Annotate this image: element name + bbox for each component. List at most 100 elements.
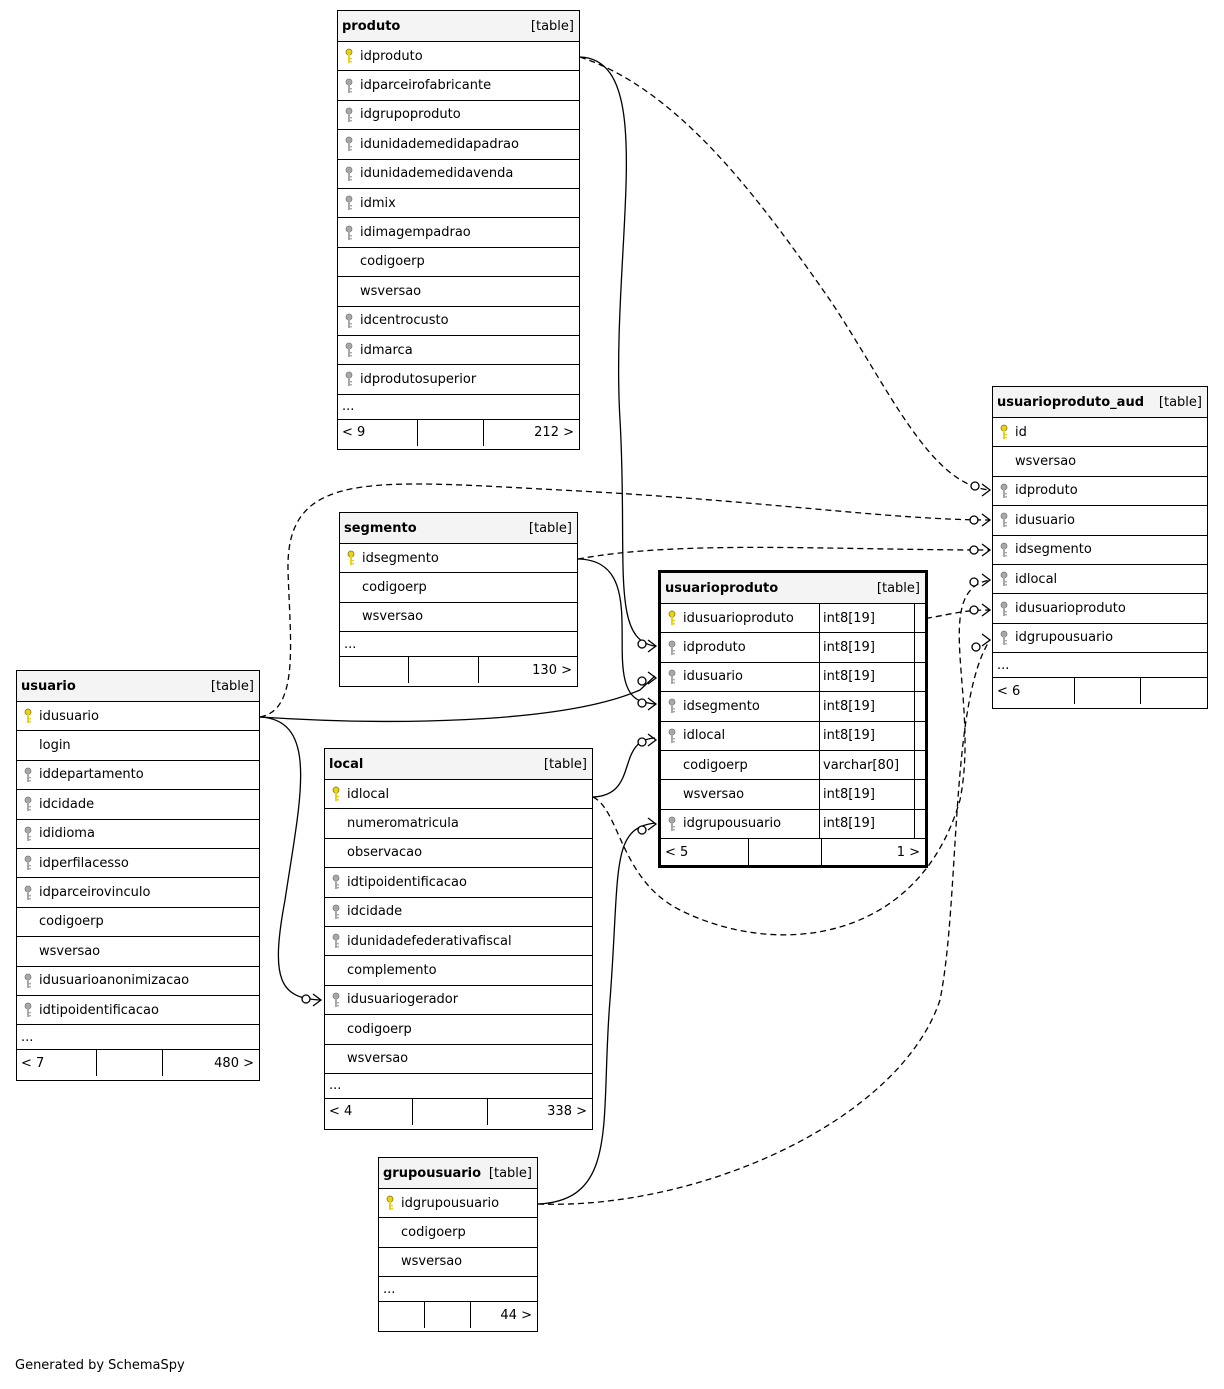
column-row[interactable]: idcidade (325, 898, 592, 927)
foreign-key-icon (668, 816, 676, 831)
table-grupousuario[interactable]: grupousuario [table] idgrupousuario (378, 1157, 538, 1332)
column-name: codigoerp (683, 757, 748, 773)
column-row[interactable]: wsversao (325, 1045, 592, 1074)
table-name: local (329, 756, 364, 772)
column-row[interactable]: idtipoidentificacao (325, 868, 592, 898)
column-row[interactable]: idgrupousuario (993, 624, 1207, 654)
column-row[interactable]: idgrupousuario int8[19] (661, 809, 925, 840)
table-name: usuario (21, 678, 76, 694)
column-row[interactable]: idgrupoproduto (338, 101, 579, 131)
column-row[interactable]: idunidademedidavenda (338, 160, 579, 189)
parents-count[interactable] (379, 1302, 425, 1329)
column-row[interactable]: complemento (325, 956, 592, 986)
parents-count[interactable] (340, 657, 409, 684)
column-row[interactable]: idusuarioproduto int8[19] (661, 604, 925, 634)
column-row[interactable]: numeromatricula (325, 809, 592, 839)
column-row[interactable]: idimagempadrao (338, 218, 579, 248)
column-row[interactable]: wsversao (338, 277, 579, 307)
column-row[interactable]: ididioma (17, 820, 259, 849)
column-name: idlocal (1015, 571, 1058, 587)
column-row[interactable]: idparceirofabricante (338, 71, 579, 101)
column-row[interactable]: idlocal (325, 780, 592, 810)
column-row[interactable]: iddepartamento (17, 761, 259, 791)
column-row[interactable]: login (17, 731, 259, 761)
column-row[interactable]: idunidademedidapadrao (338, 130, 579, 160)
column-row[interactable]: codigoerp varchar[80] (661, 750, 925, 781)
parents-count[interactable]: < 7 (17, 1050, 97, 1077)
table-name: grupousuario (383, 1165, 482, 1181)
children-count[interactable]: 1 > (896, 844, 920, 860)
column-row[interactable]: idtipoidentificacao (17, 996, 259, 1026)
column-row[interactable]: idsegmento (993, 536, 1207, 565)
column-row[interactable]: idlocal (993, 565, 1207, 595)
children-count[interactable]: 44 > (500, 1307, 532, 1323)
column-row[interactable]: wsversao (17, 937, 259, 967)
column-row[interactable]: idcentrocusto (338, 307, 579, 336)
table-produto[interactable]: produto [table] idproduto (337, 10, 580, 450)
children-count[interactable]: 480 > (214, 1055, 254, 1071)
column-row[interactable]: codigoerp (340, 573, 577, 603)
table-usuario[interactable]: usuario [table] idusuario (16, 670, 260, 1081)
link-usuario-local (259, 716, 321, 1001)
column-row[interactable]: idsegmento (340, 544, 577, 574)
table-usuarioproduto-aud[interactable]: usuarioproduto_aud [table] id (992, 386, 1208, 709)
table-local[interactable]: local [table] idlocal (324, 748, 593, 1130)
column-row[interactable]: codigoerp (325, 1015, 592, 1045)
table-footer: 44 > (379, 1302, 537, 1329)
foreign-key-icon (345, 342, 353, 358)
column-row[interactable]: wsversao (993, 447, 1207, 477)
column-name: idcidade (347, 904, 403, 920)
column-row[interactable]: idusuario int8[19] (661, 662, 925, 693)
table-usuarioproduto[interactable]: usuarioproduto [table] idusuarioproduto … (658, 570, 928, 868)
children-count[interactable]: 338 > (547, 1104, 587, 1120)
column-name: wsversao (347, 1051, 409, 1067)
column-row[interactable]: idproduto (338, 42, 579, 72)
column-row[interactable]: observacao (325, 839, 592, 869)
more-columns: ... (325, 1074, 592, 1099)
parents-count[interactable]: < 9 (338, 419, 418, 446)
parents-count[interactable]: < 6 (993, 678, 1075, 705)
primary-key-icon (332, 786, 340, 802)
column-row[interactable]: idprodutosuperior (338, 365, 579, 395)
column-row[interactable]: idunidadefederativafiscal (325, 927, 592, 957)
column-row[interactable]: idproduto int8[19] (661, 633, 925, 663)
table-segmento[interactable]: segmento [table] idsegmento (339, 512, 578, 687)
column-row[interactable]: idusuario (993, 506, 1207, 536)
column-row[interactable]: wsversao (379, 1248, 537, 1278)
column-row[interactable]: idcidade (17, 790, 259, 820)
column-row[interactable]: codigoerp (379, 1218, 537, 1248)
foreign-key-icon (24, 973, 32, 988)
column-row[interactable]: idperfilacesso (17, 849, 259, 879)
column-name: idusuarioproduto (683, 610, 794, 626)
column-row[interactable]: idparceirovinculo (17, 878, 259, 908)
column-row[interactable]: wsversao (340, 603, 577, 633)
children-count[interactable]: 130 > (532, 662, 572, 678)
column-row[interactable]: idusuarioproduto (993, 594, 1207, 624)
column-row[interactable]: idusuariogerador (325, 986, 592, 1016)
parents-count[interactable]: < 4 (325, 1098, 413, 1125)
foreign-key-icon (1000, 630, 1008, 645)
column-row[interactable]: codigoerp (17, 908, 259, 938)
table-type: [table] (210, 678, 254, 694)
children-count[interactable]: 212 > (534, 425, 574, 441)
column-row[interactable]: idlocal int8[19] (661, 721, 925, 751)
table-footer: < 5 1 > (661, 839, 925, 866)
children-count[interactable] (1141, 678, 1207, 704)
column-name: wsversao (39, 943, 101, 959)
column-row[interactable]: idmarca (338, 336, 579, 366)
column-row[interactable]: idgrupousuario (379, 1189, 537, 1219)
column-row[interactable]: wsversao int8[19] (661, 780, 925, 810)
column-row[interactable]: idsegmento int8[19] (661, 692, 925, 722)
column-name: idsegmento (1015, 542, 1092, 558)
column-row[interactable]: id (993, 418, 1207, 448)
column-row[interactable]: idusuarioanonimizacao (17, 967, 259, 996)
table-name: segmento (344, 520, 417, 536)
link-grupousuario-usuarioproduto (537, 822, 656, 1205)
column-row[interactable]: idusuario (17, 702, 259, 732)
column-row[interactable]: codigoerp (338, 248, 579, 278)
column-row[interactable]: idproduto (993, 477, 1207, 507)
column-name: codigoerp (360, 254, 425, 270)
parents-count[interactable]: < 5 (661, 839, 749, 866)
column-name: login (39, 738, 71, 754)
column-row[interactable]: idmix (338, 189, 579, 219)
